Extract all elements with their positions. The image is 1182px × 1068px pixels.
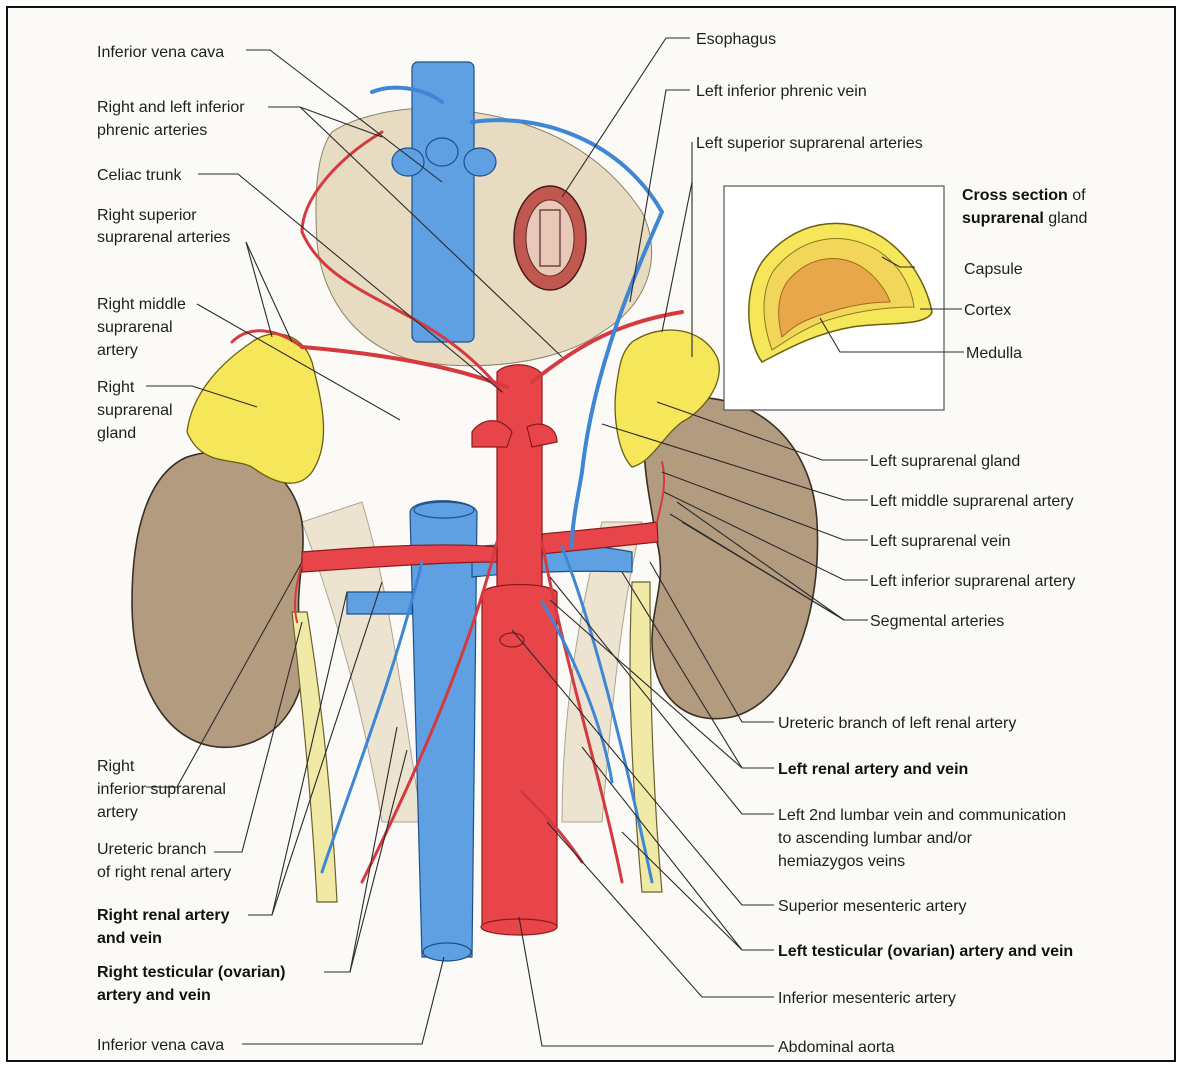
inset-title-rest-2: gland: [1044, 210, 1088, 227]
label-lumbar-1: Left 2nd lumbar vein and communication: [778, 807, 1066, 824]
label-right-inferior-3: artery: [97, 804, 138, 821]
label-right-middle-2: suprarenal: [97, 319, 173, 336]
label-left-superior-arteries: Left superior suprarenal arteries: [696, 135, 923, 152]
label-segmental: Segmental arteries: [870, 613, 1004, 630]
inset-title-bold-1: Cross section: [962, 187, 1068, 204]
inset-title-bold-2: suprarenal: [962, 210, 1044, 227]
label-right-middle-3: artery: [97, 342, 138, 359]
label-left-inferior-artery: Left inferior suprarenal artery: [870, 573, 1075, 590]
label-left-testicular: Left testicular (ovarian) artery and vei…: [778, 943, 1073, 960]
label-right-gland-2: suprarenal: [97, 402, 173, 419]
label-esophagus: Esophagus: [696, 31, 776, 48]
label-sma: Superior mesenteric artery: [778, 898, 967, 915]
anatomy-diagram: Inferior vena cava Right and left inferi…: [8, 8, 1176, 1062]
label-phrenic-arteries-2: phrenic arteries: [97, 122, 207, 139]
label-right-inferior-2: inferior suprarenal: [97, 781, 226, 798]
label-right-renal-1: Right renal artery: [97, 907, 230, 924]
background-tissue: [302, 108, 652, 822]
right-kidney: [132, 452, 304, 747]
label-cortex: Cortex: [964, 302, 1011, 319]
label-lumbar-2: to ascending lumbar and/or: [778, 830, 973, 847]
inset-labels: Cross section of suprarenal gland Capsul…: [962, 187, 1087, 362]
esophagus: [514, 186, 586, 290]
label-medulla: Medulla: [966, 345, 1022, 362]
label-right-inferior-1: Right: [97, 758, 135, 775]
inset-title-line-2: suprarenal gland: [962, 210, 1087, 227]
label-left-middle-artery: Left middle suprarenal artery: [870, 493, 1074, 510]
label-right-renal-2: and vein: [97, 930, 162, 947]
label-ivc-bottom: Inferior vena cava: [97, 1037, 224, 1054]
label-celiac-trunk: Celiac trunk: [97, 167, 182, 184]
inset-cross-section: [724, 186, 944, 410]
label-lumbar-3: hemiazygos veins: [778, 853, 905, 870]
label-right-superior-2: suprarenal arteries: [97, 229, 230, 246]
label-right-gland-1: Right: [97, 379, 135, 396]
figure-frame: Inferior vena cava Right and left inferi…: [6, 6, 1176, 1062]
right-renal-vein: [347, 592, 412, 614]
label-left-phrenic-vein: Left inferior phrenic vein: [696, 83, 867, 100]
inset-title-line-1: Cross section of: [962, 187, 1086, 204]
label-right-testicular-1: Right testicular (ovarian): [97, 964, 285, 981]
label-phrenic-arteries-1: Right and left inferior: [97, 99, 245, 116]
label-right-gland-3: gland: [97, 425, 136, 442]
label-left-gland: Left suprarenal gland: [870, 453, 1020, 470]
label-ima: Inferior mesenteric artery: [778, 990, 956, 1007]
inset-title-rest-1: of: [1068, 187, 1086, 204]
label-ureteric-right-2: of right renal artery: [97, 864, 231, 881]
label-right-middle-1: Right middle: [97, 296, 186, 313]
abdominal-aorta: [472, 365, 557, 935]
label-right-testicular-2: artery and vein: [97, 987, 211, 1004]
label-capsule: Capsule: [964, 261, 1023, 278]
label-ivc-top: Inferior vena cava: [97, 44, 224, 61]
label-ureteric-right-1: Ureteric branch: [97, 841, 206, 858]
label-aorta: Abdominal aorta: [778, 1039, 895, 1056]
label-ureteric-left: Ureteric branch of left renal artery: [778, 715, 1016, 732]
label-right-superior-1: Right superior: [97, 207, 197, 224]
label-left-vein: Left suprarenal vein: [870, 533, 1011, 550]
right-ureter: [292, 612, 337, 902]
label-left-renal: Left renal artery and vein: [778, 761, 968, 778]
